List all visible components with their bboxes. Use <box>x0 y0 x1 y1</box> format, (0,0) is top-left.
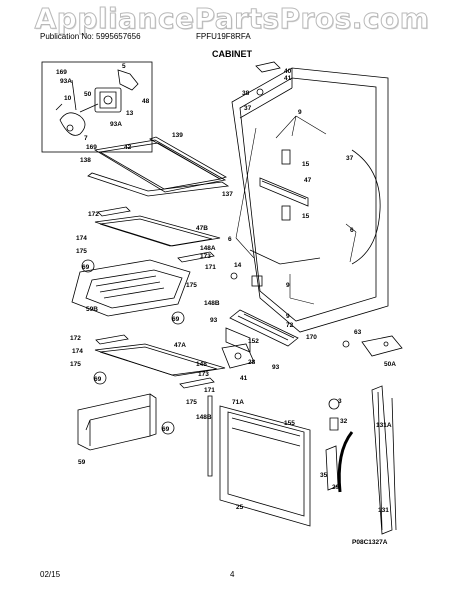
callout-175: 175 <box>186 282 197 289</box>
shelf-caps <box>81 259 185 435</box>
callout-47A: 47A <box>174 342 186 349</box>
callout-37: 37 <box>244 105 252 112</box>
footer-date: 02/15 <box>40 570 61 579</box>
callout-169: 169 <box>86 144 97 151</box>
thermostat-assembly <box>342 335 403 357</box>
callout-59: 59 <box>78 459 86 466</box>
leveling-parts <box>230 61 281 287</box>
callout-3: 3 <box>338 398 342 405</box>
watermark: AppliancePartsPros.com <box>34 2 430 36</box>
callout-137: 137 <box>222 191 233 198</box>
callout-174: 174 <box>72 348 83 355</box>
callout-42: 42 <box>124 144 132 151</box>
callout-170: 170 <box>306 334 317 341</box>
callout-148A: 148A <box>200 245 216 252</box>
callout-9: 9 <box>286 282 290 289</box>
footer-page: 4 <box>230 570 235 579</box>
callout-9: 9 <box>298 109 302 116</box>
cabinet-shell <box>231 67 389 333</box>
callout-35: 35 <box>320 472 328 479</box>
callout-41: 41 <box>240 375 248 382</box>
callout-47B: 47B <box>196 225 208 232</box>
model-number: FPFU19F8RFA <box>196 32 251 41</box>
callout-32: 32 <box>340 418 348 425</box>
callout-155: 155 <box>284 420 295 427</box>
callout-69: 69 <box>94 376 102 383</box>
callout-152: 152 <box>248 338 259 345</box>
callout-38: 38 <box>242 90 250 97</box>
callout-131A: 131A <box>376 422 392 429</box>
callout-29: 29 <box>332 484 340 491</box>
callout-10: 10 <box>64 95 72 102</box>
callout-171: 171 <box>204 387 215 394</box>
callout-59B: 59B <box>86 306 98 313</box>
callout-labels: 169 93A 5 50 10 48 13 93A 7 169 139 42 1… <box>56 63 396 514</box>
callout-138: 138 <box>80 157 91 164</box>
callout-69: 69 <box>162 426 170 433</box>
kick-plate-and-vent <box>225 309 299 353</box>
callout-41: 41 <box>284 75 292 82</box>
callout-48: 48 <box>142 98 150 105</box>
callout-69: 69 <box>172 316 180 323</box>
callout-6: 6 <box>228 236 232 243</box>
callout-175: 175 <box>76 248 87 255</box>
upper-shelf-and-basket <box>71 206 221 317</box>
callout-172: 172 <box>70 335 81 342</box>
callout-5: 5 <box>122 63 126 70</box>
callout-71A: 71A <box>232 399 244 406</box>
callout-139: 139 <box>172 132 183 139</box>
callout-50: 50 <box>84 91 92 98</box>
callout-131: 131 <box>378 507 389 514</box>
callout-173: 173 <box>198 371 209 378</box>
callout-148B: 148B <box>196 414 212 421</box>
control-assembly-drawing <box>55 69 139 136</box>
callout-72: 72 <box>286 322 294 329</box>
callout-7: 7 <box>84 135 88 142</box>
bracket-assembly <box>221 343 255 369</box>
lower-shelf-and-drawer <box>77 334 226 451</box>
callout-148B: 148B <box>204 300 220 307</box>
callout-28: 28 <box>248 359 256 366</box>
callout-171: 171 <box>205 264 216 271</box>
callout-175: 175 <box>70 361 81 368</box>
callout-14: 14 <box>234 262 242 269</box>
callout-175: 175 <box>186 399 197 406</box>
callout-63: 63 <box>354 329 362 336</box>
callout-15: 15 <box>302 161 310 168</box>
callout-37: 37 <box>346 155 354 162</box>
callout-148: 148 <box>196 361 207 368</box>
callout-172: 172 <box>88 211 99 218</box>
leader-lines <box>235 115 357 305</box>
hinge-and-cam <box>325 398 354 493</box>
callout-15: 15 <box>302 213 310 220</box>
section-title: CABINET <box>212 49 252 59</box>
figure-code: P08C1327A <box>352 539 388 546</box>
publication-number: Publication No: 5995657656 <box>40 32 141 41</box>
freezer-door <box>207 395 311 527</box>
inset-box-control <box>41 61 153 153</box>
top-glass-shelf <box>87 136 230 197</box>
callout-25: 25 <box>236 504 244 511</box>
door-gasket <box>371 385 397 535</box>
callout-169: 169 <box>56 69 67 76</box>
callout-6: 6 <box>350 227 354 234</box>
callout-93A: 93A <box>110 121 122 128</box>
callout-174: 174 <box>76 235 87 242</box>
callout-40: 40 <box>284 68 292 75</box>
callout-93: 93 <box>272 364 280 371</box>
callout-93: 93 <box>210 317 218 324</box>
callout-173: 173 <box>200 253 211 260</box>
callout-50A: 50A <box>384 361 396 368</box>
callout-69: 69 <box>82 264 90 271</box>
callout-93A: 93A <box>60 78 72 85</box>
callout-47: 47 <box>304 177 312 184</box>
callout-9: 9 <box>286 313 290 320</box>
callout-13: 13 <box>126 110 134 117</box>
